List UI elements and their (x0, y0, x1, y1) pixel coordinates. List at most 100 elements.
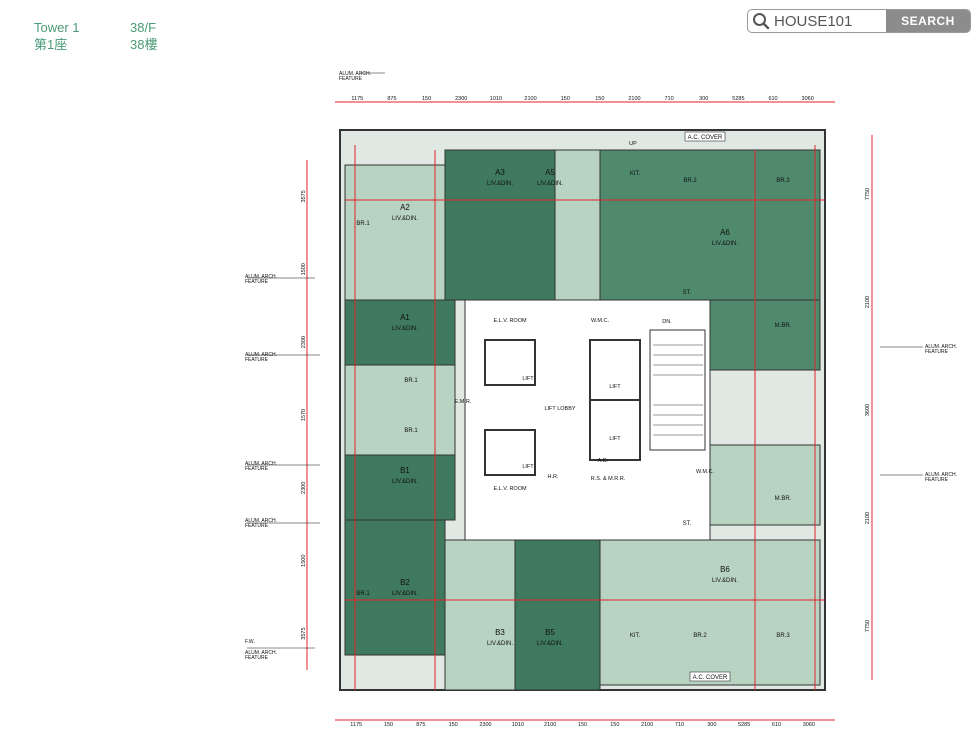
dims-left-0: 3575 (301, 190, 307, 202)
unit-b3-id: B3 (495, 628, 505, 637)
unit-a6-id: A6 (720, 228, 730, 237)
feature-label-top-2: FEATURE (339, 76, 363, 82)
dims-bottom-12: 5285 (738, 722, 750, 728)
unit-b2-id: B2 (400, 578, 410, 587)
feature-label-l1-1: ALUM. ARCH. (245, 274, 277, 280)
dims-top-6: 150 (561, 96, 570, 102)
dims-bottom-10: 710 (675, 722, 684, 728)
dims-bottom-8: 150 (610, 722, 619, 728)
dims-bottom-7: 150 (578, 722, 587, 728)
dims-top-3: 2300 (455, 96, 467, 102)
dims-bottom-14: 3060 (803, 722, 815, 728)
feature-label-r2-1: ALUM. ARCH. (925, 472, 957, 478)
dims-right-3: 2100 (865, 512, 871, 524)
feature-label-l5-2: FEATURE (245, 655, 269, 661)
unit-b5-id: B5 (545, 628, 555, 637)
unit-a1-id: A1 (400, 313, 410, 322)
rs-mrr-label: R.S. & M.R.R. (591, 476, 626, 482)
lift-label-1: LIFT (609, 384, 621, 390)
dims-bottom-4: 2300 (479, 722, 491, 728)
tower-label-en: Tower 1 (34, 20, 80, 35)
unit-b5-label: LIV.&DIN. (537, 641, 563, 647)
dims-bottom-11: 300 (707, 722, 716, 728)
search-icon (748, 10, 774, 32)
unit-b1-label: LIV.&DIN. (392, 479, 418, 485)
room-br1-a: BR.1 (356, 221, 370, 227)
unit-a3-label: LIV.&DIN. (487, 181, 513, 187)
dims-top-8: 2100 (628, 96, 640, 102)
feature-label-l3-1: ALUM. ARCH. (245, 461, 277, 467)
room-br3-a: BR.3 (776, 178, 790, 184)
lift-label-4: LIFT (522, 464, 534, 470)
dims-bottom-5: 1010 (512, 722, 524, 728)
dims-left-6: 3575 (301, 627, 307, 639)
unit-a2-id: A2 (400, 203, 410, 212)
feature-label-l1-2: FEATURE (245, 279, 269, 285)
unit-a5-id: A5 (545, 168, 555, 177)
search-button[interactable]: SEARCH (886, 10, 970, 32)
room-br1-c: BR.1 (404, 428, 418, 434)
unit-a1-label: LIV.&DIN. (392, 326, 418, 332)
wmc-label-1: W.M.C. (591, 318, 609, 324)
lift-label-3: LIFT (522, 376, 534, 382)
dims-top-9: 710 (665, 96, 674, 102)
unit-b2-label: LIV.&DIN. (392, 591, 418, 597)
dims-left-5: 1500 (301, 555, 307, 567)
dims-right-4: 7750 (865, 620, 871, 632)
elv-room-label-1: E.L.V. ROOM (493, 318, 527, 324)
unit-b1-id: B1 (400, 466, 410, 475)
room-st-b: ST. (683, 521, 692, 527)
wmc-label-2: W.M.C. (696, 469, 714, 475)
search-input[interactable] (774, 10, 886, 32)
elv-room-label-2: E.L.V. ROOM (493, 486, 527, 492)
floor-plan: A1 LIV.&DIN. A2 LIV.&DIN. A3 LIV.&DIN. A… (245, 71, 957, 728)
unit-a6-label: LIV.&DIN. (712, 241, 738, 247)
dn-label: DN. (662, 319, 672, 325)
dims-top-1: 875 (387, 96, 396, 102)
feature-label-l5-1: ALUM. ARCH. (245, 650, 277, 656)
lift-label-2: LIFT (609, 436, 621, 442)
dims-left-2: 2300 (301, 336, 307, 348)
dims-left-3: 1570 (301, 409, 307, 421)
dims-right-0: 7750 (865, 188, 871, 200)
feature-label-r1-2: FEATURE (925, 349, 949, 355)
staircase (653, 344, 703, 436)
dims-top-13: 3060 (802, 96, 814, 102)
dims-bottom-13: 610 (772, 722, 781, 728)
room-br2-a: BR.2 (683, 178, 697, 184)
fw-label: F.W. (245, 639, 255, 645)
feature-label-l2-2: FEATURE (245, 357, 269, 363)
ad-label: A.D. (598, 458, 609, 464)
feature-label-r1-1: ALUM. ARCH. (925, 344, 957, 350)
feature-label-l2-1: ALUM. ARCH. (245, 352, 277, 358)
dims-bottom-6: 2100 (544, 722, 556, 728)
feature-label-r2-2: FEATURE (925, 477, 949, 483)
unit-a3-id: A3 (495, 168, 505, 177)
room-mbr-a: M.BR. (775, 323, 792, 329)
dims-top-2: 150 (422, 96, 431, 102)
dims-bottom-0: 1175 (350, 722, 362, 728)
dims-top-0: 1175 (351, 96, 363, 102)
dims-left-1: 1500 (301, 263, 307, 275)
feature-label-top-1: ALUM. ARCH. (339, 71, 371, 77)
feature-label-l4-2: FEATURE (245, 523, 269, 529)
room-br2-b: BR.2 (693, 633, 707, 639)
floor-label-en: 38/F (130, 20, 157, 35)
room-mbr-b: M.BR. (775, 496, 792, 502)
dims-bottom-2: 875 (416, 722, 425, 728)
unit-b6-id: B6 (720, 565, 730, 574)
room-br3-b: BR.3 (776, 633, 790, 639)
search-box: SEARCH (747, 9, 971, 33)
room-st-a: ST. (683, 290, 692, 296)
dims-top-5: 2100 (524, 96, 536, 102)
room-kit-a: KIT. (630, 171, 641, 177)
unit-b6-label: LIV.&DIN. (712, 578, 738, 584)
dims-bottom-3: 150 (449, 722, 458, 728)
floor-label-zh: 38樓 (130, 37, 158, 52)
room-br1-b: BR.1 (404, 378, 418, 384)
unit-a2-label: LIV.&DIN. (392, 216, 418, 222)
